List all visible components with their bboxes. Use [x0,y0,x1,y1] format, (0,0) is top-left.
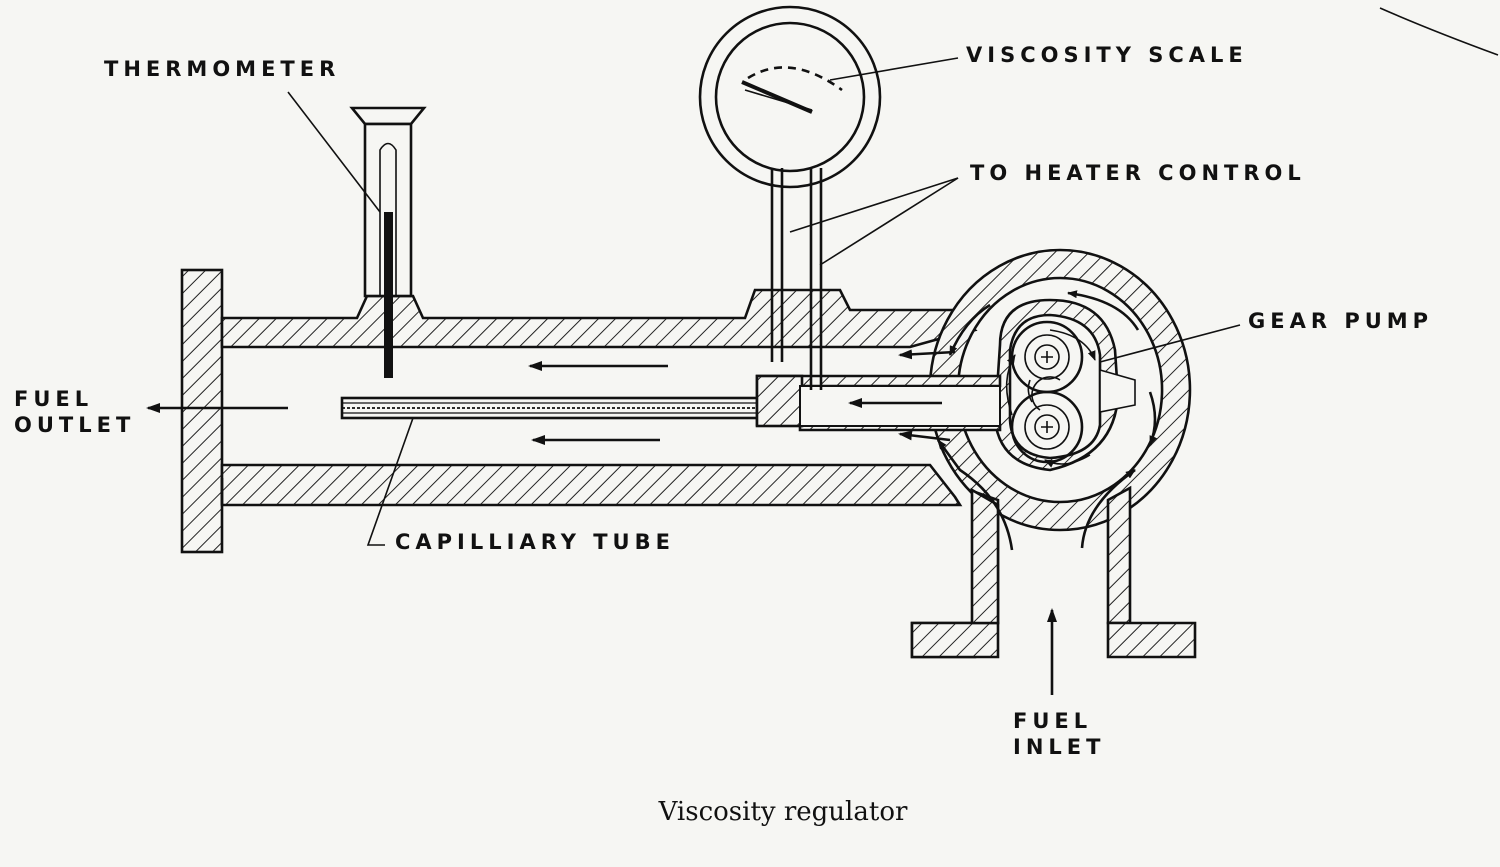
gear-pump [993,298,1136,472]
inlet-right-flange [1106,621,1197,659]
label-gear-pump: GEAR PUMP [1248,309,1433,333]
capillary-leader [366,417,414,546]
label-thermometer: THERMOMETER [104,57,340,81]
diagram-caption: Viscosity regulator [658,797,908,827]
corner-mark [1379,7,1499,56]
pipe-top-wall [220,288,978,349]
viscosity-gauge [698,5,882,390]
mercury-column [384,212,393,378]
label-fuel-inlet-line1: FUEL [1013,709,1092,733]
gear-pump-leader [1099,324,1241,363]
label-fuel-outlet-line1: FUEL [14,387,93,411]
pipe-bottom-wall [220,463,963,507]
pump-volute [928,248,1192,532]
leader-lines [287,7,1499,546]
labels: THERMOMETER VISCOSITY SCALE TO HEATER CO… [14,43,1433,827]
heater-leader-a [789,177,959,233]
inlet-right-neck [1106,485,1132,625]
outlet-flange [180,268,224,554]
flow-arrows [146,290,1158,695]
heater-leader-b [819,177,959,266]
label-capillary-tube: CAPILLIARY TUBE [395,530,675,554]
pipe-body [180,268,978,554]
label-viscosity-scale: VISCOSITY SCALE [966,43,1248,67]
thermometer [349,106,427,378]
scale-arc [747,66,843,92]
pump-housing [910,248,1197,659]
capillary-tube [340,396,762,420]
label-fuel-outlet-line2: OUTLET [14,413,135,437]
label-heater-control: TO HEATER CONTROL [970,161,1306,185]
inlet-left-flange [910,621,1000,659]
inlet-left-neck [970,487,1000,625]
viscosity-scale-leader [829,57,959,81]
sensing-chamber [755,374,1002,432]
thermometer-leader [287,91,381,213]
label-fuel-inlet-line2: INLET [1013,735,1105,759]
